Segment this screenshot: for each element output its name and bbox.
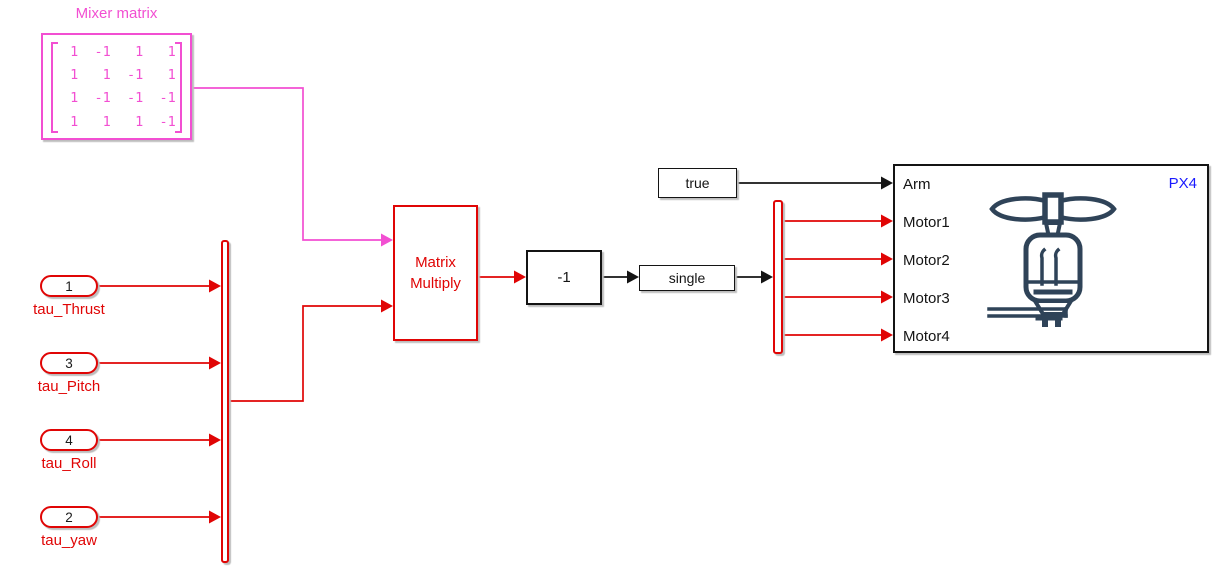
demux-block[interactable] xyxy=(773,200,783,354)
wire-tau-roll-to-mux[interactable] xyxy=(98,433,221,447)
wire-true-to-arm[interactable] xyxy=(737,176,893,190)
wire-demux-to-motor2[interactable] xyxy=(783,252,893,266)
matrix-right-bracket xyxy=(175,42,182,133)
px4-port-motor4: Motor4 xyxy=(903,328,950,345)
wire-tau-yaw-to-mux[interactable] xyxy=(98,510,221,524)
mixer-matrix-block[interactable]: 1 -1 1 1 1 1 -1 1 1 -1 -1 -1 1 1 1 -1 xyxy=(41,33,192,140)
inport-number: 1 xyxy=(65,278,73,294)
matrix-left-bracket xyxy=(51,42,58,133)
single-cast-label: single xyxy=(668,270,706,286)
true-constant-block[interactable]: true xyxy=(658,168,737,198)
inport-tau-pitch[interactable]: 3 xyxy=(40,352,98,374)
mux-block[interactable] xyxy=(221,240,229,563)
matrix-row: 1 -1 -1 -1 xyxy=(62,90,176,107)
wire-multiply-to-gain[interactable] xyxy=(478,270,526,284)
px4-port-motor3: Motor3 xyxy=(903,290,950,307)
matrix-multiply-block[interactable]: Matrix Multiply xyxy=(393,205,478,341)
inport-tau-thrust-label: tau_Thrust xyxy=(33,301,105,318)
gain-label: -1 xyxy=(557,269,571,286)
wire-mux-to-multiply[interactable] xyxy=(229,299,393,402)
px4-port-arm: Arm xyxy=(903,176,931,193)
wire-demux-to-motor4[interactable] xyxy=(783,328,893,342)
wire-cast-to-demux[interactable] xyxy=(735,270,773,284)
px4-subsystem-block[interactable]: PX4 Arm Motor1 Motor2 Motor3 Motor4 xyxy=(893,164,1209,353)
px4-port-motor2: Motor2 xyxy=(903,252,950,269)
single-cast-block[interactable]: single xyxy=(639,265,735,291)
matrix-row: 1 -1 1 1 xyxy=(62,44,176,60)
gain-block[interactable]: -1 xyxy=(526,250,602,305)
inport-tau-roll[interactable]: 4 xyxy=(40,429,98,451)
inport-number: 4 xyxy=(65,432,73,448)
px4-port-motor1: Motor1 xyxy=(903,214,950,231)
inport-tau-yaw[interactable]: 2 xyxy=(40,506,98,528)
matrix-multiply-label: Matrix Multiply xyxy=(410,254,461,292)
inport-tau-thrust[interactable]: 1 xyxy=(40,275,98,297)
wire-tau-thrust-to-mux[interactable] xyxy=(98,279,221,293)
px4-title: PX4 xyxy=(1168,175,1197,192)
inport-tau-roll-label: tau_Roll xyxy=(41,455,97,472)
inport-number: 2 xyxy=(65,509,73,525)
true-constant-label: true xyxy=(685,175,710,191)
inport-number: 3 xyxy=(65,355,73,371)
motor-icon xyxy=(987,192,1117,327)
wire-demux-to-motor3[interactable] xyxy=(783,290,893,304)
matrix-row: 1 1 1 -1 xyxy=(62,113,176,130)
matrix-row: 1 1 -1 1 xyxy=(62,67,176,84)
inport-tau-yaw-label: tau_yaw xyxy=(41,532,97,549)
wire-mixer-to-multiply[interactable] xyxy=(192,87,393,247)
mixer-matrix-label: Mixer matrix xyxy=(75,5,158,22)
matrix-values: 1 -1 1 1 1 1 -1 1 1 -1 -1 -1 1 1 1 -1 xyxy=(62,41,176,134)
wire-tau-pitch-to-mux[interactable] xyxy=(98,356,221,370)
wire-gain-to-cast[interactable] xyxy=(602,270,639,284)
wire-demux-to-motor1[interactable] xyxy=(783,214,893,228)
inport-tau-pitch-label: tau_Pitch xyxy=(37,378,101,395)
